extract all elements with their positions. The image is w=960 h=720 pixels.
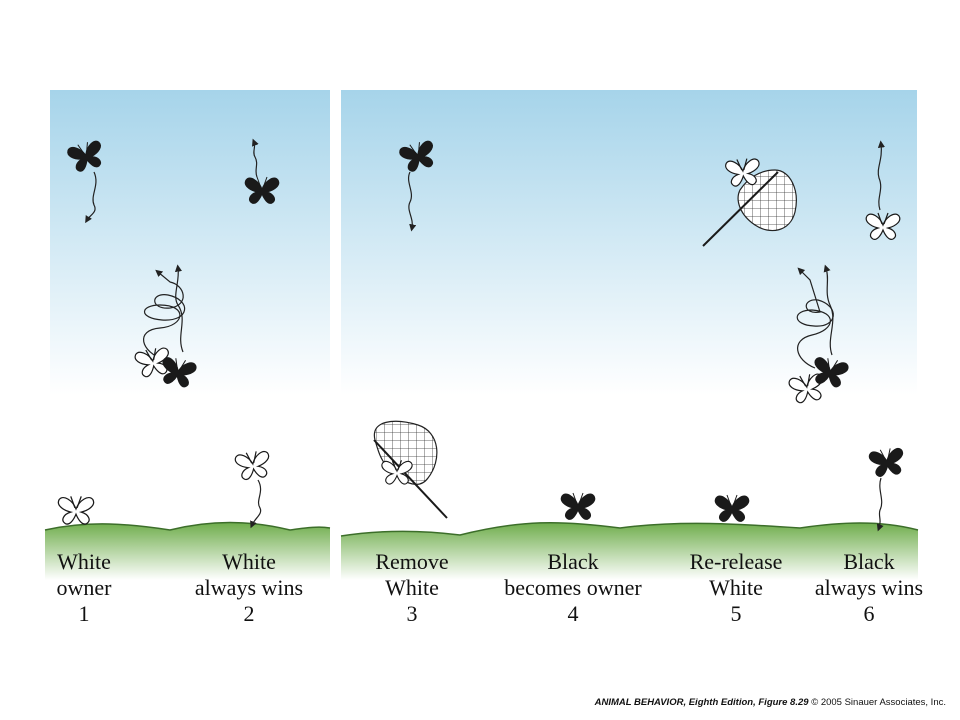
step-number: 4 [567,601,579,626]
black-butterfly-icon [560,492,596,520]
step-label-line1: Black [547,549,599,574]
step-label-line1: Re-release [689,549,783,574]
flight-path-arrow-icon [85,171,97,224]
step-label-line1: White [222,549,276,574]
ground-left [45,522,330,580]
step-number: 5 [730,601,742,626]
flight-path-arrow-icon [876,477,884,532]
step-label-line2: becomes owner [504,575,642,600]
step-label-6: Black always wins 6 [798,549,940,627]
step-label-line2: always wins [814,575,924,600]
step-label-line1: Black [843,549,895,574]
step-label-line2: owner [56,575,112,600]
flight-path-arrow-icon [174,264,184,353]
figure-credit: ANIMAL BEHAVIOR, Eighth Edition, Figure … [595,697,946,708]
white-butterfly-icon [57,495,95,525]
flight-path-arrow-icon [250,479,262,529]
flight-path-arrow-icon [823,264,834,356]
sky-right [341,90,917,395]
credit-figure: Figure 8.29 [758,697,809,708]
flight-path-arrow-icon [407,171,417,232]
step-label-line2: White [385,575,439,600]
black-butterfly-icon [714,494,750,522]
white-butterfly-icon [233,449,273,482]
step-number: 1 [78,601,90,626]
flight-path-arrow-icon [877,140,886,211]
panel-left [44,90,331,580]
step-label-4: Black becomes owner 4 [484,549,662,627]
step-number: 6 [863,601,875,626]
step-label-line2: always wins [194,575,304,600]
credit-copyright: © 2005 Sinauer Associates, Inc. [811,697,946,708]
step-label-line1: White [57,549,111,574]
step-label-2: White always wins 2 [178,549,320,627]
spiral-flight-path [142,269,186,361]
step-label-5: Re-release White 5 [676,549,796,627]
sky-left [50,90,330,395]
step-label-3: Remove White 3 [357,549,467,627]
black-butterfly-icon [868,446,906,479]
panel-right [340,90,919,580]
ground-right [341,522,918,580]
step-label-line1: Remove [375,549,449,574]
credit-book: ANIMAL BEHAVIOR, Eighth Edition, [594,697,756,708]
step-number: 2 [243,601,255,626]
flight-path-arrow-icon [251,138,259,178]
step-label-line2: White [709,575,763,600]
step-number: 3 [406,601,418,626]
spiral-flight-path [796,267,834,369]
step-label-1: White owner 1 [36,549,132,627]
